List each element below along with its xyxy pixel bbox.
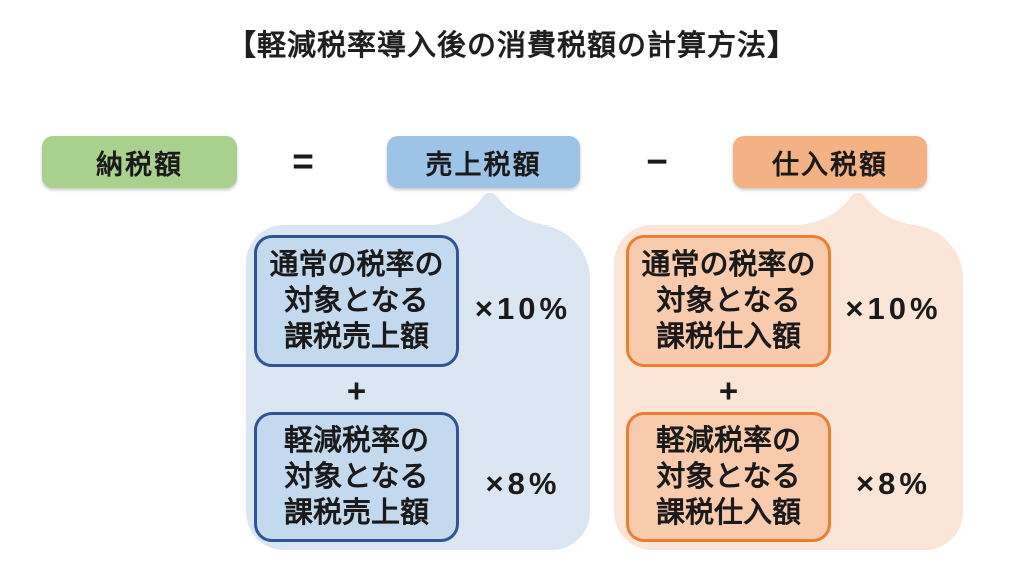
tax-due-box: 納税額 (42, 136, 237, 188)
minus-operator: − (646, 141, 668, 182)
bubble-pointer-icon (796, 193, 920, 226)
standard-rate-sales-box: 通常の税率の 対象となる 課税売上額 (254, 235, 459, 367)
reduced-purchase-rate-label: ×8% (856, 466, 931, 501)
sales-tax-label: 売上税額 (425, 149, 542, 180)
plus-operator-purchase: + (718, 372, 739, 409)
page-title: 【軽減税率導入後の消費税額の計算方法】 (226, 30, 797, 62)
purchase-breakdown-bubble: 通常の税率の 対象となる 課税仕入額 ×10% + 軽減税率の 対象となる 課税… (614, 193, 963, 550)
standard-purchase-rate-label: ×10% (845, 291, 942, 326)
standard-rate-sales-label: 通常の税率の 対象となる 課税売上額 (269, 249, 444, 353)
equals-operator: = (292, 141, 314, 182)
standard-rate-purchase-box: 通常の税率の 対象となる 課税仕入額 (626, 235, 831, 367)
plus-operator-sales: + (346, 372, 367, 409)
reduced-rate-sales-label: 軽減税率の 対象となる 課税売上額 (283, 425, 429, 529)
sales-tax-box: 売上税額 (387, 136, 580, 188)
reduced-rate-purchase-label: 軽減税率の 対象となる 課税仕入額 (655, 425, 801, 529)
reduced-rate-purchase-box: 軽減税率の 対象となる 課税仕入額 (626, 412, 831, 542)
tax-due-label: 納税額 (96, 149, 183, 180)
sales-breakdown-bubble: 通常の税率の 対象となる 課税売上額 ×10% + 軽減税率の 対象となる 課税… (246, 193, 590, 550)
standard-rate-purchase-label: 通常の税率の 対象となる 課税仕入額 (641, 249, 816, 353)
standard-sales-rate-label: ×10% (474, 291, 572, 326)
purchase-tax-label: 仕入税額 (772, 149, 888, 180)
reduced-sales-rate-label: ×8% (485, 466, 561, 501)
bubble-pointer-icon (428, 193, 552, 226)
purchase-tax-box: 仕入税額 (733, 136, 927, 188)
reduced-rate-sales-box: 軽減税率の 対象となる 課税売上額 (254, 412, 459, 542)
